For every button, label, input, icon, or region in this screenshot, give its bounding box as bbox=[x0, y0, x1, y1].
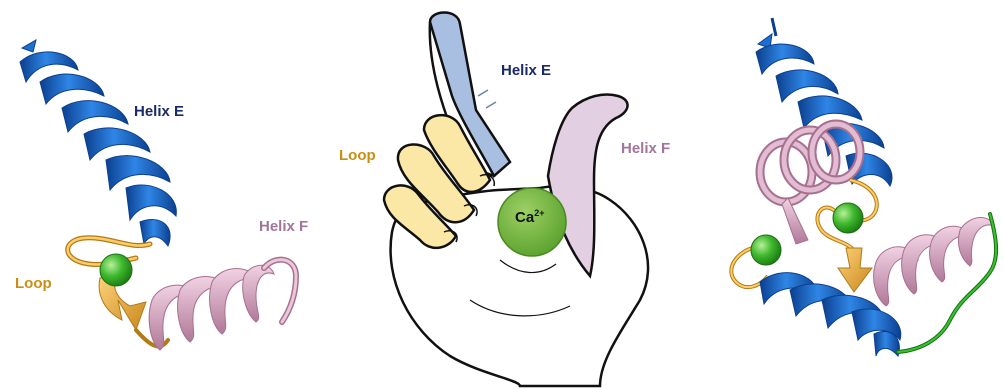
left-helix-e bbox=[20, 52, 176, 246]
left-helix-f bbox=[149, 260, 296, 350]
left-loop-label: Loop bbox=[15, 275, 52, 292]
middle-helix-e-label: Helix E bbox=[501, 62, 551, 79]
right-structure bbox=[731, 18, 996, 356]
left-helix-e-label: Helix E bbox=[134, 103, 184, 120]
calcium-ion-label: Ca2+ bbox=[515, 208, 544, 226]
right-helix-f-lower bbox=[874, 217, 994, 306]
calcium-ion-symbol: Ca bbox=[515, 209, 534, 226]
middle-loop-label: Loop bbox=[339, 147, 376, 164]
right-calcium-ion-2 bbox=[751, 235, 781, 265]
left-structure bbox=[20, 40, 296, 350]
calcium-ion-charge: 2+ bbox=[534, 208, 544, 218]
left-calcium-ion bbox=[100, 254, 132, 286]
middle-helix-f-label: Helix F bbox=[621, 140, 670, 157]
right-calcium-ion-1 bbox=[833, 203, 863, 233]
left-helix-f-label: Helix F bbox=[259, 218, 308, 235]
right-helix-e-upper bbox=[756, 44, 892, 186]
